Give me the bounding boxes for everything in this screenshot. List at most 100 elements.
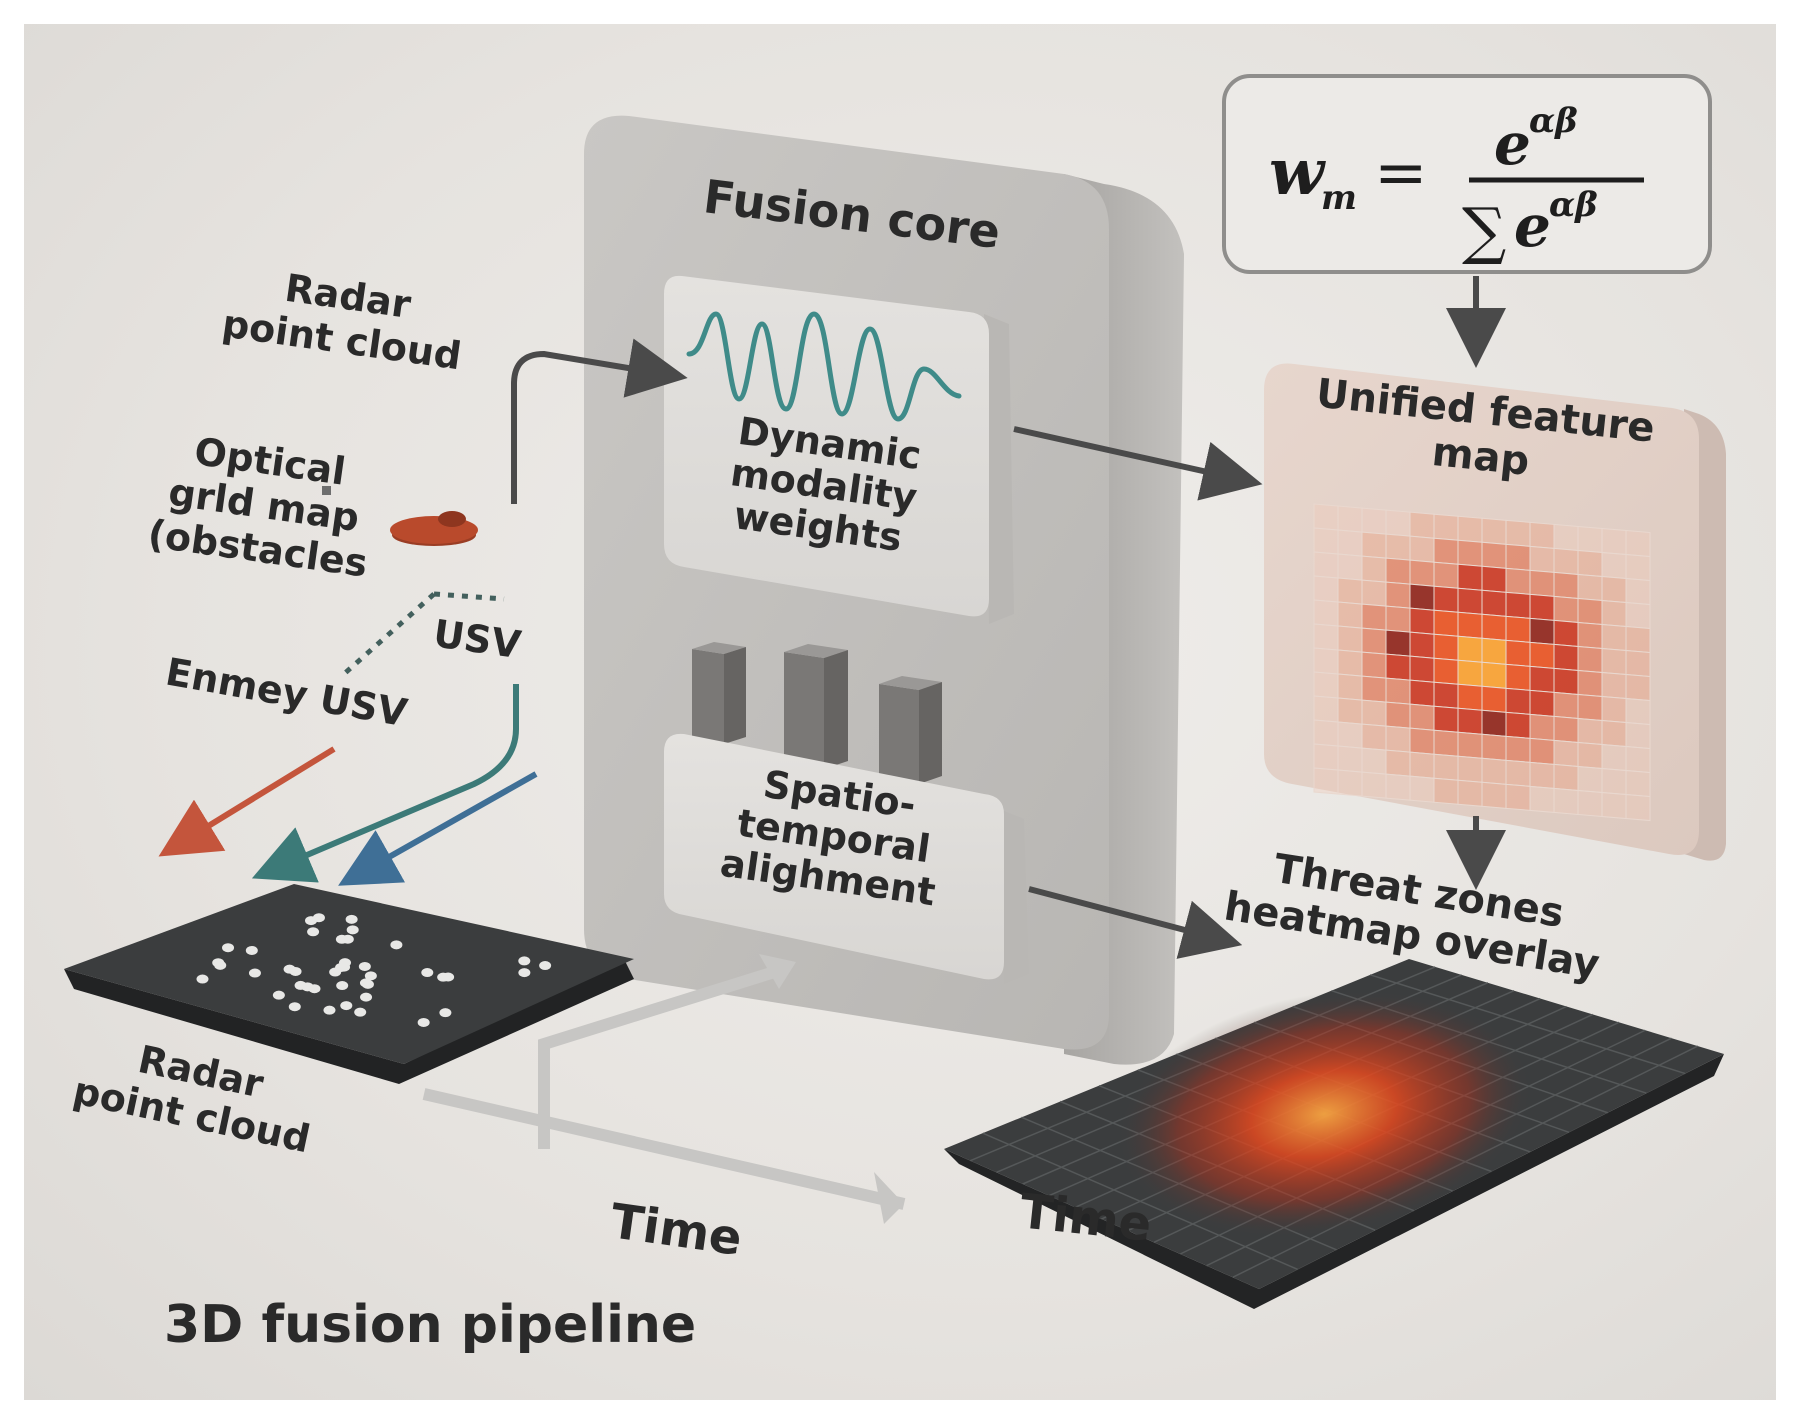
radar-point	[437, 972, 450, 982]
heat-cell	[1313, 527, 1339, 555]
heat-cell	[1361, 603, 1387, 631]
heat-cell	[1337, 553, 1363, 581]
heat-cell	[1553, 667, 1579, 695]
heat-cell	[1337, 505, 1363, 533]
heat-cell	[1505, 663, 1531, 691]
heat-cell	[1601, 623, 1627, 652]
heat-cell	[1625, 721, 1651, 750]
heat-cell	[1481, 637, 1507, 665]
radar-point	[222, 943, 235, 953]
heat-cell	[1505, 591, 1531, 619]
heat-cell	[1505, 687, 1531, 715]
heat-cell	[1409, 751, 1435, 779]
arrow-core-to-threat	[1028, 886, 1243, 959]
radar-point	[288, 1002, 301, 1012]
heat-cell	[1625, 577, 1651, 606]
radar-point	[248, 968, 261, 978]
heat-cell	[1481, 541, 1507, 569]
heat-cell	[1625, 673, 1651, 702]
grid-line	[1370, 974, 1686, 1075]
formula-den-exp: αβ	[1549, 185, 1598, 225]
radar-point	[439, 1008, 452, 1018]
heat-cell	[1481, 613, 1507, 641]
radar-point	[340, 1001, 353, 1011]
heat-cell	[1529, 785, 1555, 813]
radar-point	[390, 940, 403, 950]
heat-cell	[1337, 697, 1363, 725]
heat-cell	[1433, 609, 1459, 637]
heat-cell	[1529, 545, 1555, 573]
heat-cell	[1313, 695, 1339, 723]
heat-cell	[1385, 773, 1411, 801]
radar-point	[214, 960, 227, 970]
heat-cell	[1433, 585, 1459, 613]
heat-cell	[1577, 573, 1603, 602]
formula-sum: ∑	[1462, 194, 1506, 267]
heat-cell	[1433, 753, 1459, 781]
heat-cell	[1505, 735, 1531, 763]
heat-cell	[1505, 543, 1531, 571]
heat-cell	[1553, 787, 1579, 815]
heat-cell	[1433, 513, 1459, 541]
heat-cell	[1529, 665, 1555, 693]
heat-cell	[1553, 763, 1579, 791]
radar-point	[358, 961, 371, 971]
radar-point	[312, 913, 325, 923]
unified-heat-grid	[1313, 503, 1651, 822]
heat-cell	[1577, 717, 1603, 746]
heat-cell	[1625, 745, 1651, 774]
radar-point	[346, 925, 359, 935]
heat-cell	[1625, 529, 1651, 558]
formula-lhs-sub: m	[1321, 178, 1357, 218]
radar-point	[307, 927, 320, 937]
heat-cell	[1457, 539, 1483, 567]
heat-cell	[1409, 535, 1435, 563]
heat-cell	[1529, 689, 1555, 717]
heat-cell	[1361, 579, 1387, 607]
radar-point-cloud	[196, 913, 552, 1027]
page-title: 3D fusion pipeline	[164, 1295, 696, 1355]
heat-cell	[1457, 659, 1483, 687]
heat-cell	[1457, 755, 1483, 783]
enemy-usv-label: Enmey USV	[162, 650, 411, 736]
heat-cell	[1553, 547, 1579, 575]
threat-hotspot	[1116, 990, 1532, 1238]
heat-cell	[1625, 601, 1651, 630]
up-axis-arrow	[538, 963, 786, 1149]
heat-cell	[1601, 575, 1627, 604]
heat-cell	[1385, 749, 1411, 777]
heat-cell	[1385, 509, 1411, 537]
heat-cell	[1337, 529, 1363, 557]
heat-cell	[1361, 771, 1387, 799]
heat-cell	[1361, 747, 1387, 775]
heat-cell	[1313, 551, 1339, 579]
heat-cell	[1385, 629, 1411, 657]
heat-cell	[1361, 507, 1387, 535]
heat-cell	[1529, 593, 1555, 621]
time-axes: Time Time	[422, 954, 1154, 1267]
heat-cell	[1625, 697, 1651, 726]
radar-point	[335, 934, 348, 944]
heat-cell	[1577, 741, 1603, 770]
heat-cell	[1433, 705, 1459, 733]
heat-cell	[1313, 767, 1339, 795]
unified-map-line2: map	[1430, 429, 1532, 485]
heat-cell	[1385, 605, 1411, 633]
heat-cell	[1337, 601, 1363, 629]
heat-cell	[1601, 599, 1627, 628]
heat-cell	[1409, 727, 1435, 755]
heat-cell	[1577, 597, 1603, 626]
signal-wave-icon	[686, 311, 962, 422]
radar-point	[329, 967, 342, 977]
heat-cell	[1529, 569, 1555, 597]
radar-point	[361, 979, 374, 989]
radar-point	[245, 945, 258, 955]
heat-cell	[1505, 759, 1531, 787]
heat-cell	[1457, 587, 1483, 615]
optical-marker	[322, 486, 331, 495]
heat-cell	[1385, 581, 1411, 609]
formula-num-exp: αβ	[1529, 101, 1578, 141]
heat-cell	[1433, 657, 1459, 685]
heat-cell	[1577, 789, 1603, 818]
heat-cell	[1601, 671, 1627, 700]
